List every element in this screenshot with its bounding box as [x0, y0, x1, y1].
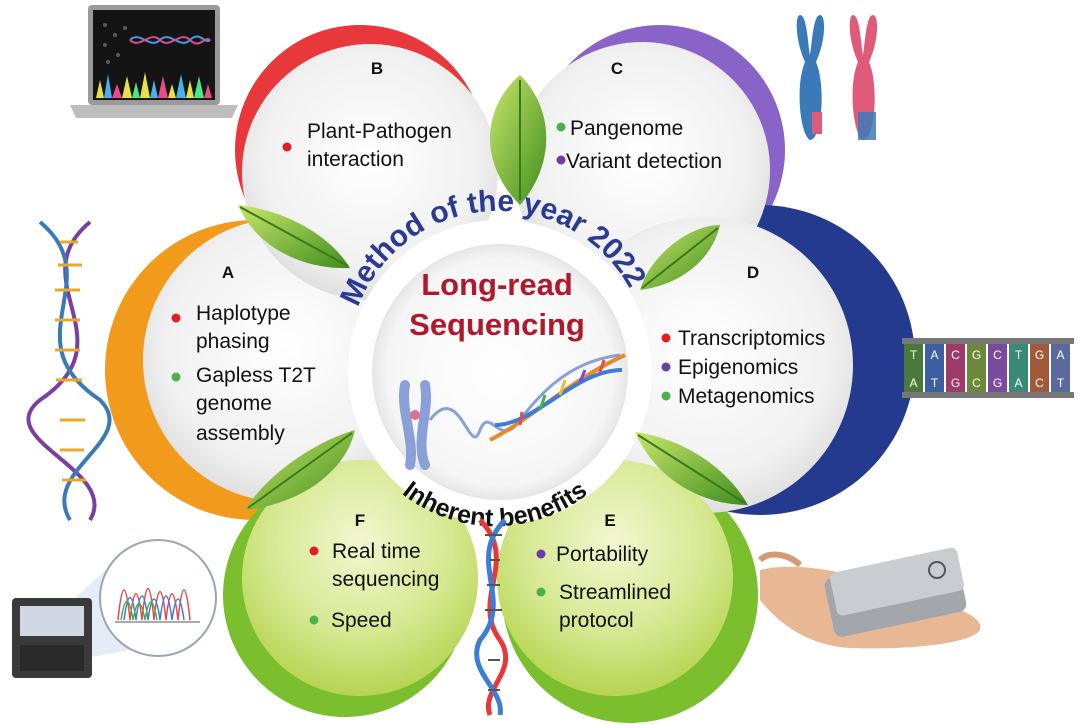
- leaf-icon: [640, 225, 720, 290]
- base-pair-block: [1051, 344, 1070, 369]
- base-pair-block: [946, 344, 965, 369]
- panel-c-item-1: Pangenome: [570, 117, 683, 140]
- leaf-icon: [245, 430, 355, 510]
- base-pair-block: [967, 361, 986, 392]
- bullet-purple: [556, 155, 566, 165]
- panel-a-letter: A: [222, 263, 234, 282]
- base-letter: C: [1035, 376, 1044, 390]
- center-dna-illustration: [399, 353, 626, 470]
- panel-e-letter: E: [604, 511, 615, 530]
- panel-a-item-2-line1: Gapless T2T: [196, 364, 316, 387]
- bullet-red: [661, 333, 671, 343]
- base-pair-block: [904, 361, 923, 392]
- hand-device-icon: [757, 547, 981, 649]
- base-letter: G: [993, 376, 1002, 390]
- base-letter: G: [1035, 348, 1044, 362]
- base-pair-block: [925, 361, 944, 392]
- panel-f-item-1-line2: sequencing: [332, 568, 439, 591]
- base-letter: C: [951, 348, 960, 362]
- panel-e-item-1: Portability: [556, 543, 649, 566]
- base-pair-block: [1030, 361, 1049, 392]
- base-pair-block: [1030, 344, 1049, 369]
- base-letter: A: [1014, 376, 1022, 390]
- center-title-line1: Long-read: [421, 267, 573, 302]
- base-letter: T: [931, 376, 939, 390]
- bullet-green: [661, 391, 671, 401]
- base-letter: T: [1015, 348, 1023, 362]
- base-letter: A: [930, 348, 938, 362]
- base-letter: A: [909, 376, 917, 390]
- base-letter: A: [1056, 348, 1064, 362]
- panel-b-item-1-line1: Plant-Pathogen: [307, 120, 452, 143]
- bullet-green: [556, 122, 566, 132]
- panel-c-item-2: Variant detection: [566, 150, 722, 173]
- dna-helix-icon: [474, 518, 509, 716]
- laptop-dna-icon: [70, 5, 238, 118]
- base-pair-block: [904, 344, 923, 369]
- base-letter: G: [972, 348, 981, 362]
- base-letter: C: [993, 348, 1002, 362]
- panel-a-item-1-line2: phasing: [196, 330, 270, 353]
- dna-helix-icon: [26, 220, 112, 522]
- base-pair-block: [1009, 361, 1028, 392]
- base-letter: T: [1057, 376, 1065, 390]
- panel-d-item-1: Transcriptomics: [678, 327, 825, 350]
- panel-b-item-1-line2: interaction: [307, 148, 404, 171]
- bullet-red: [309, 546, 319, 556]
- bullet-green: [536, 587, 546, 597]
- bullet-red: [171, 313, 181, 323]
- panel-e-petal: [497, 460, 733, 696]
- panel-f-item-1-line1: Real time: [332, 540, 421, 563]
- base-pair-block: [967, 344, 986, 369]
- panel-f-item-2: Speed: [331, 609, 392, 632]
- center-title-line2: Sequencing: [409, 307, 585, 342]
- bullet-purple: [536, 549, 546, 559]
- chromosome-icon: [796, 15, 878, 140]
- panel-c-letter: C: [611, 59, 623, 78]
- leaf-icon: [238, 205, 350, 269]
- panel-a-item-2-line2: genome: [196, 392, 272, 415]
- panel-b-letter: B: [371, 59, 383, 78]
- sequencer-machine-icon: [12, 539, 217, 678]
- base-letter: C: [972, 376, 981, 390]
- panel-a-item-1-line1: Haplotype: [196, 302, 291, 325]
- panel-f-letter: F: [355, 511, 365, 530]
- panel-e-item-2-line1: Streamlined: [559, 581, 671, 604]
- base-letter: T: [910, 348, 918, 362]
- base-pair-block: [1009, 344, 1028, 369]
- base-pair-block: [988, 361, 1007, 392]
- bullet-purple: [661, 362, 671, 372]
- panel-e-item-2-line2: protocol: [559, 609, 634, 632]
- base-pair-block: [946, 361, 965, 392]
- bullet-green: [309, 615, 319, 625]
- base-pair-block: [1051, 361, 1070, 392]
- center-disc: [372, 244, 628, 500]
- bullet-green: [171, 372, 181, 382]
- panel-f-petal: [242, 460, 478, 696]
- base-pair-block: [925, 344, 944, 369]
- panel-d-letter: D: [747, 263, 759, 282]
- leaf-icon: [635, 432, 748, 505]
- panel-d-item-3: Metagenomics: [678, 385, 815, 408]
- base-letter: G: [951, 376, 960, 390]
- bullet-red: [282, 142, 292, 152]
- base-pair-block: [988, 344, 1007, 369]
- leaf-icon: [490, 75, 547, 205]
- panel-a-item-2-line3: assembly: [196, 422, 285, 445]
- panel-d-item-2: Epigenomics: [678, 356, 798, 379]
